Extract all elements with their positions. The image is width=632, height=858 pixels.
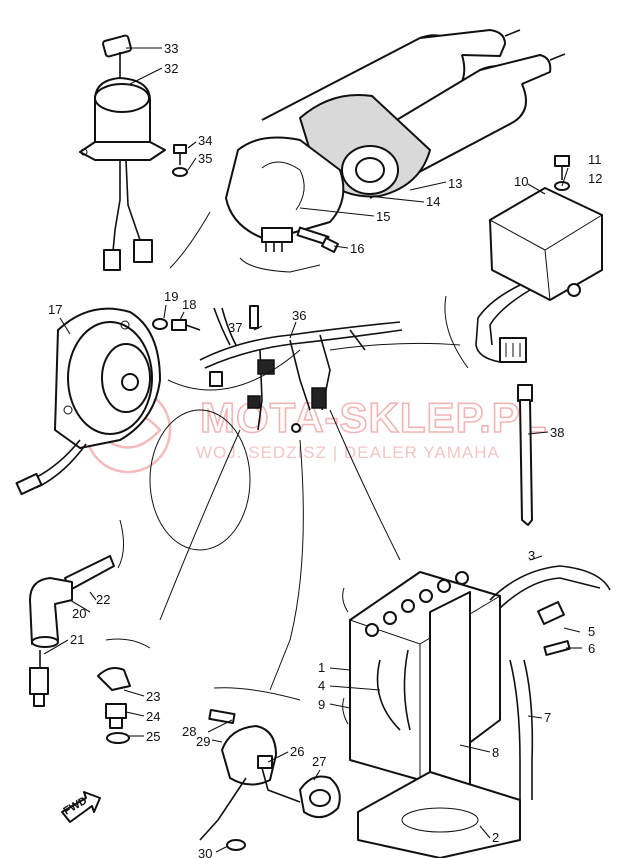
switch-parts-23-25 [97,667,131,744]
fwd-arrow: FWD [61,791,101,823]
label-4: 4 [318,678,325,693]
label-12: 12 [588,171,602,186]
label-11: 11 [588,152,602,167]
label-34: 34 [198,133,212,148]
battery [349,571,521,858]
label-27: 27 [312,754,326,769]
screw-34-washer-35 [172,144,188,177]
regulator [475,155,603,363]
label-7: 7 [544,710,551,725]
label-24: 24 [146,709,160,724]
watermark-sub: WOJ. SEDZISZ | DEALER YAMAHA [196,443,500,462]
label-15: 15 [376,209,390,224]
label-17: 17 [48,302,62,317]
grouping-lines [105,211,469,725]
label-35: 35 [198,151,212,166]
label-29: 29 [196,734,210,749]
oil-sensor-parts [29,555,115,707]
label-30: 30 [198,846,212,858]
label-14: 14 [426,194,440,209]
label-36: 36 [292,308,306,323]
label-6: 6 [588,641,595,656]
tie-strap-38 [517,384,533,526]
label-19: 19 [164,289,178,304]
label-23: 23 [146,689,160,704]
label-1: 1 [318,660,325,675]
leader-lines [43,47,582,853]
label-2: 2 [492,830,499,845]
label-26: 26 [290,744,304,759]
label-8: 8 [492,745,499,760]
label-18: 18 [182,297,196,312]
label-21: 21 [70,632,84,647]
label-28: 28 [182,724,196,739]
bolt-16 [296,226,339,253]
label-32: 32 [164,61,178,76]
label-9: 9 [318,697,325,712]
stator-17 [15,307,161,496]
label-33: 33 [164,41,178,56]
relay-parts [199,708,341,851]
wire-harness-36 [199,305,403,433]
label-25: 25 [146,729,160,744]
ignition-coils [225,29,566,252]
label-38: 38 [550,425,564,440]
label-13: 13 [448,176,462,191]
label-22: 22 [96,592,110,607]
label-3: 3 [528,548,535,563]
part-numbers: 33 32 34 35 13 14 15 16 11 12 10 38 17 1… [48,41,602,858]
label-10: 10 [514,174,528,189]
fuse-cable-3-5-6 [489,565,611,656]
label-37: 37 [228,320,242,335]
label-16: 16 [350,241,364,256]
main-switch [79,34,166,271]
label-5: 5 [588,624,595,639]
breather-pipe-7 [509,659,534,800]
washer-19-bolt-18 [152,318,201,331]
label-20: 20 [72,606,86,621]
